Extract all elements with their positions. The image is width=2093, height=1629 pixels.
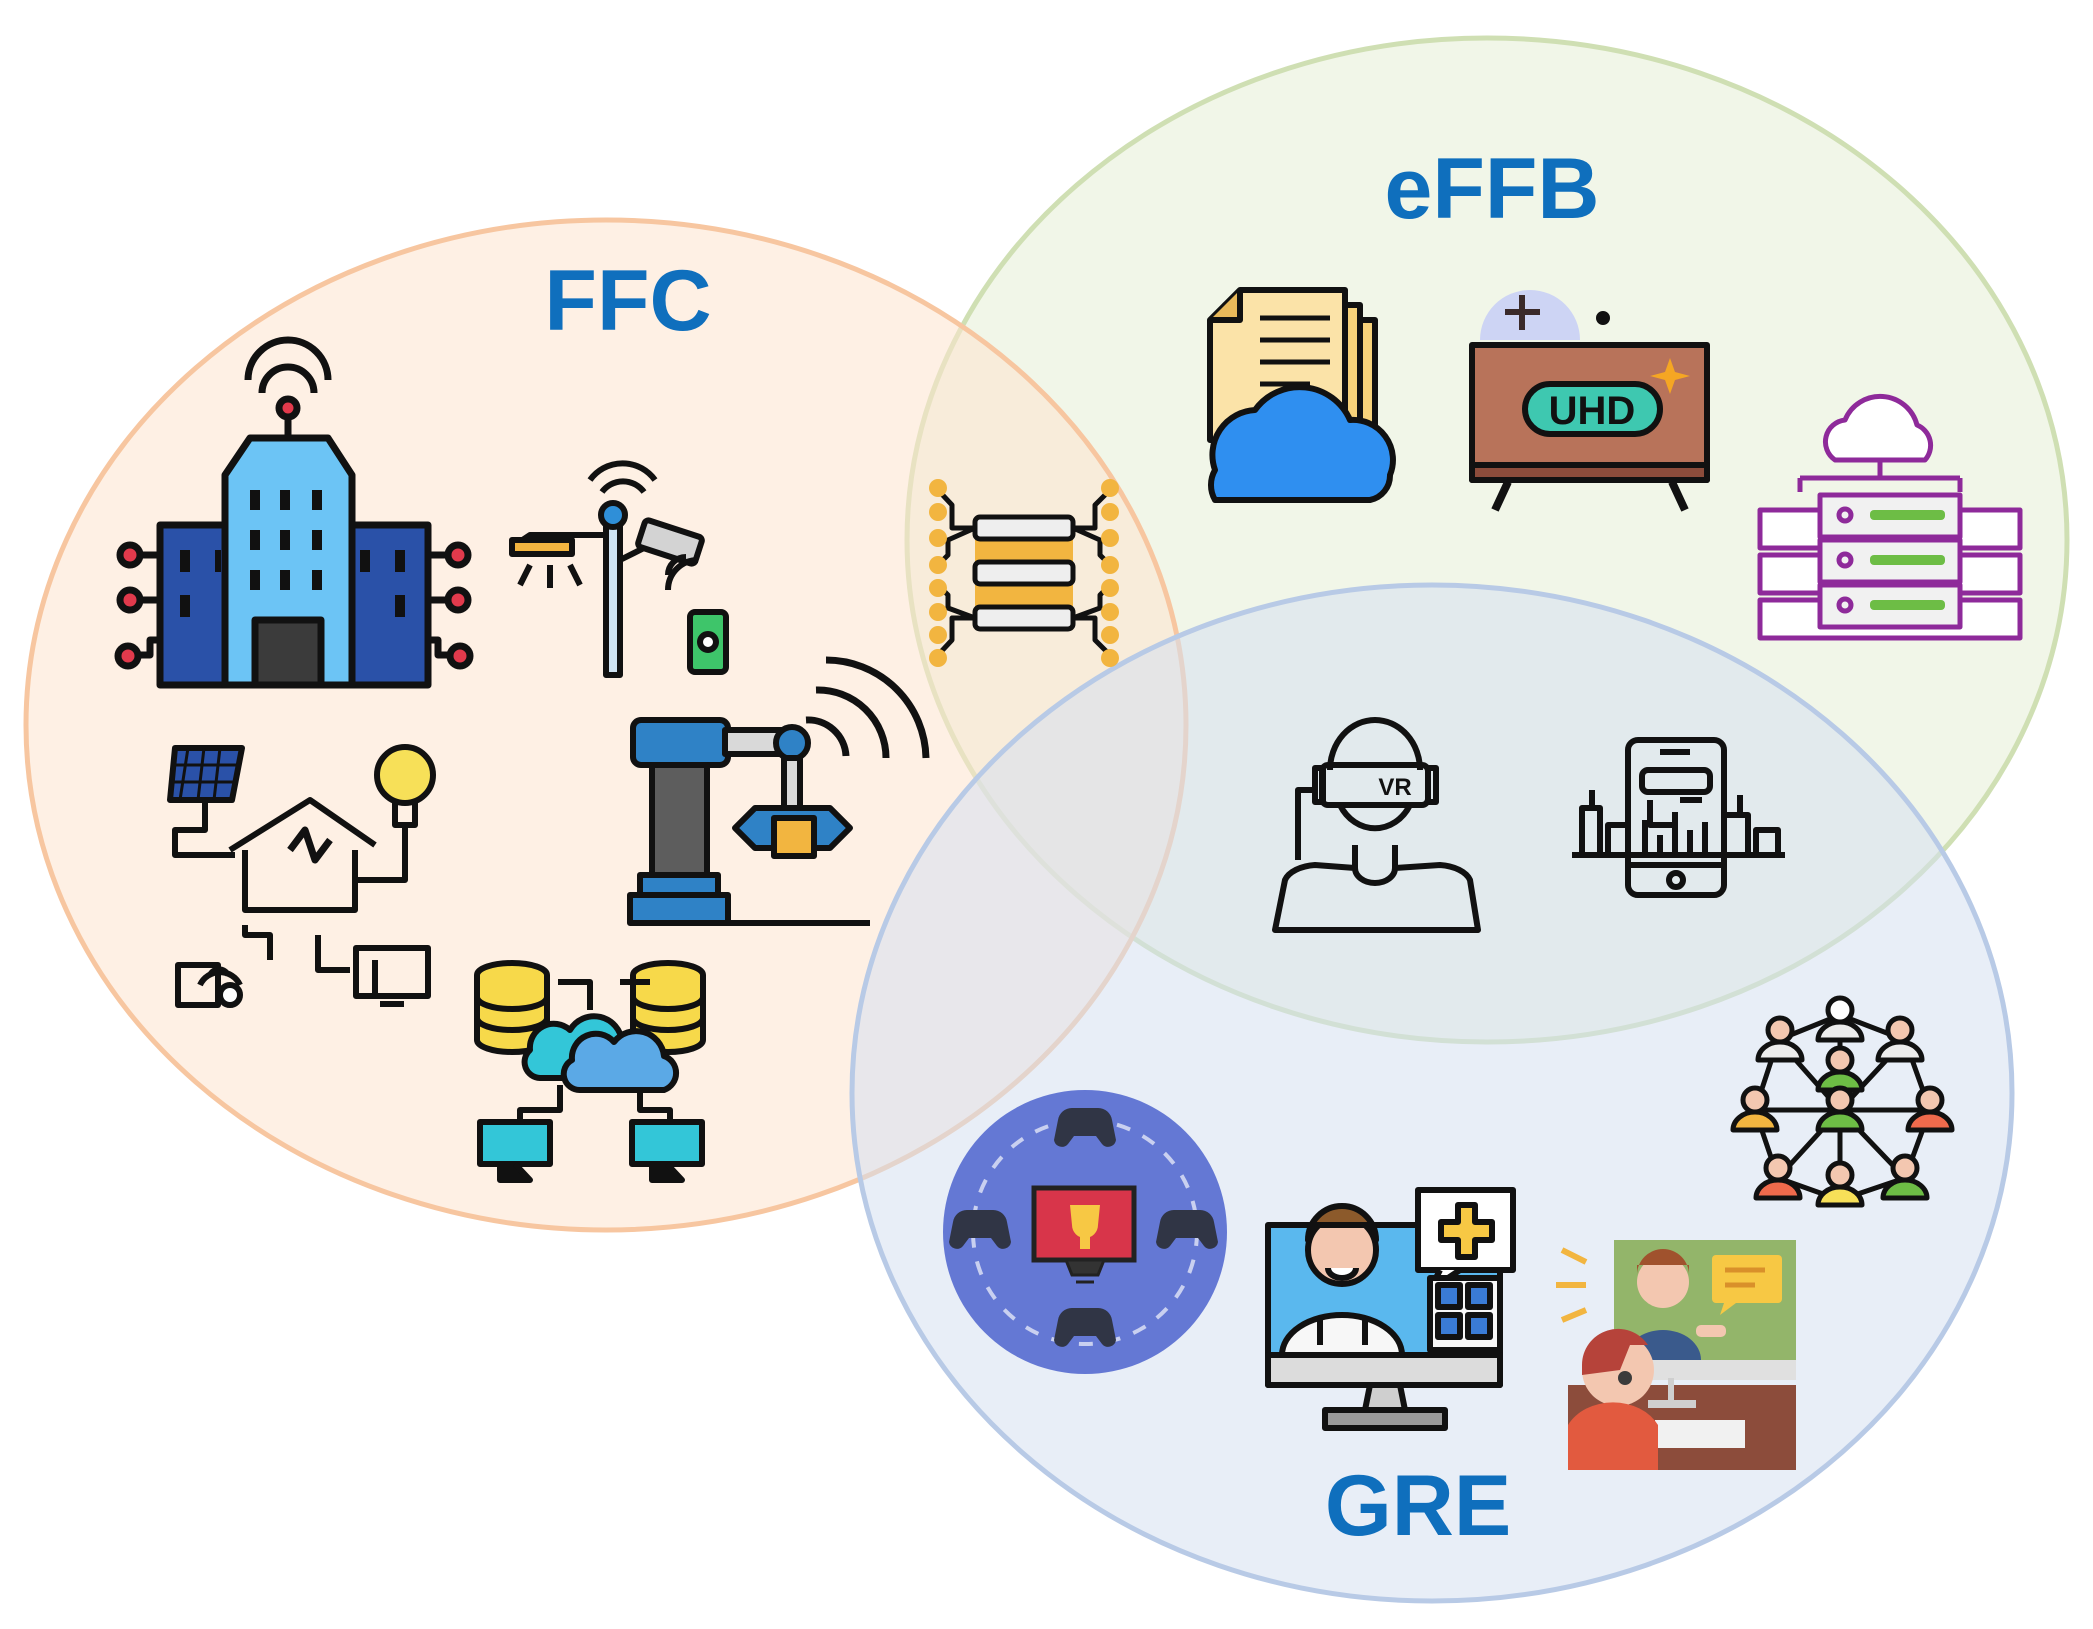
telemedicine-doctor-icon bbox=[1265, 1187, 1516, 1431]
vr-headset-user-icon: VR bbox=[1272, 717, 1481, 933]
smart-streetlight-icon bbox=[509, 460, 729, 678]
effb-label: eFFB bbox=[1385, 141, 1600, 237]
gre-label: GRE bbox=[1325, 1458, 1511, 1554]
smartphone-city-icon bbox=[1572, 737, 1785, 898]
smart-home-energy-icon bbox=[167, 744, 436, 1008]
video-meeting-icon bbox=[1556, 1240, 1796, 1470]
cloud-gaming-icon bbox=[943, 1090, 1227, 1374]
cloud-database-network-icon bbox=[474, 960, 706, 1183]
uhd-text: UHD bbox=[1549, 389, 1636, 433]
ffc-label: FFC bbox=[544, 253, 711, 349]
smart-building-icon bbox=[114, 336, 474, 689]
cloud-server-rack-icon bbox=[1757, 393, 2023, 641]
social-network-people-icon bbox=[1730, 995, 1955, 1208]
cloud-documents-icon bbox=[1207, 287, 1396, 503]
vr-text: VR bbox=[1378, 774, 1411, 801]
server-network-icon bbox=[929, 479, 1119, 667]
uhd-tv-icon: UHD bbox=[1469, 290, 1710, 512]
robotic-arm-icon bbox=[627, 656, 930, 926]
